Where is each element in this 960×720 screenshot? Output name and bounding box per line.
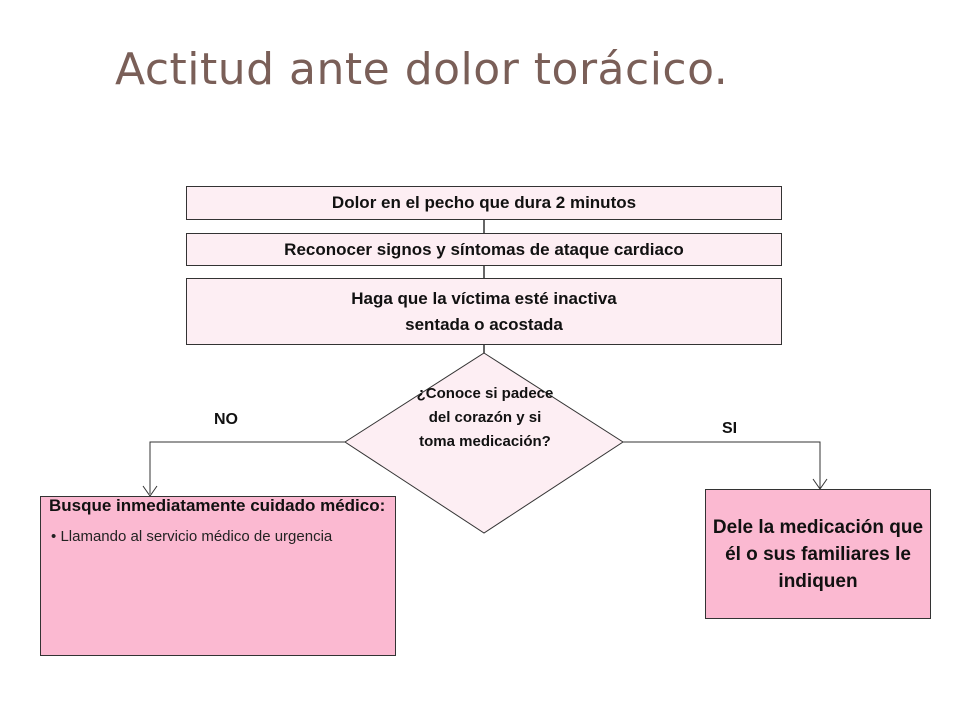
step-keep-inactive: Haga que la víctima esté inactiva sentad…: [186, 278, 782, 345]
step-recognize-signs: Reconocer signos y síntomas de ataque ca…: [186, 233, 782, 266]
step-keep-inactive-line1: Haga que la víctima esté inactiva: [351, 288, 617, 308]
decision-diamond: [344, 352, 624, 534]
no-branch-heading: Busque inmediatamente cuidado médico:: [49, 496, 386, 515]
connector-no: [149, 441, 345, 494]
step-chest-pain: Dolor en el pecho que dura 2 minutos: [186, 186, 782, 220]
step-recognize-signs-text: Reconocer signos y síntomas de ataque ca…: [284, 239, 684, 259]
bullet-dot: •: [51, 528, 57, 545]
yes-branch-box: Dele la medicación que él o sus familiar…: [705, 489, 931, 619]
no-branch-box: Busque inmediatamente cuidado médico: • …: [40, 496, 396, 656]
decision-text: ¿Conoce si padece del corazón y si toma …: [416, 385, 554, 450]
no-branch-bullet: • Llamando al servicio médico de urgenci…: [49, 528, 387, 545]
step-chest-pain-text: Dolor en el pecho que dura 2 minutos: [331, 193, 637, 212]
no-branch-bullet-text: Llamando al servicio médico de urgencia: [60, 528, 333, 545]
yes-branch-text: Dele la medicación que él o sus familiar…: [712, 516, 924, 592]
no-label: NO: [214, 411, 238, 428]
step-keep-inactive-line2: sentada o acostada: [405, 314, 563, 334]
connector-yes: [623, 441, 821, 488]
yes-label: SI: [722, 420, 738, 437]
slide-title: Actitud ante dolor torácico.: [115, 44, 729, 95]
